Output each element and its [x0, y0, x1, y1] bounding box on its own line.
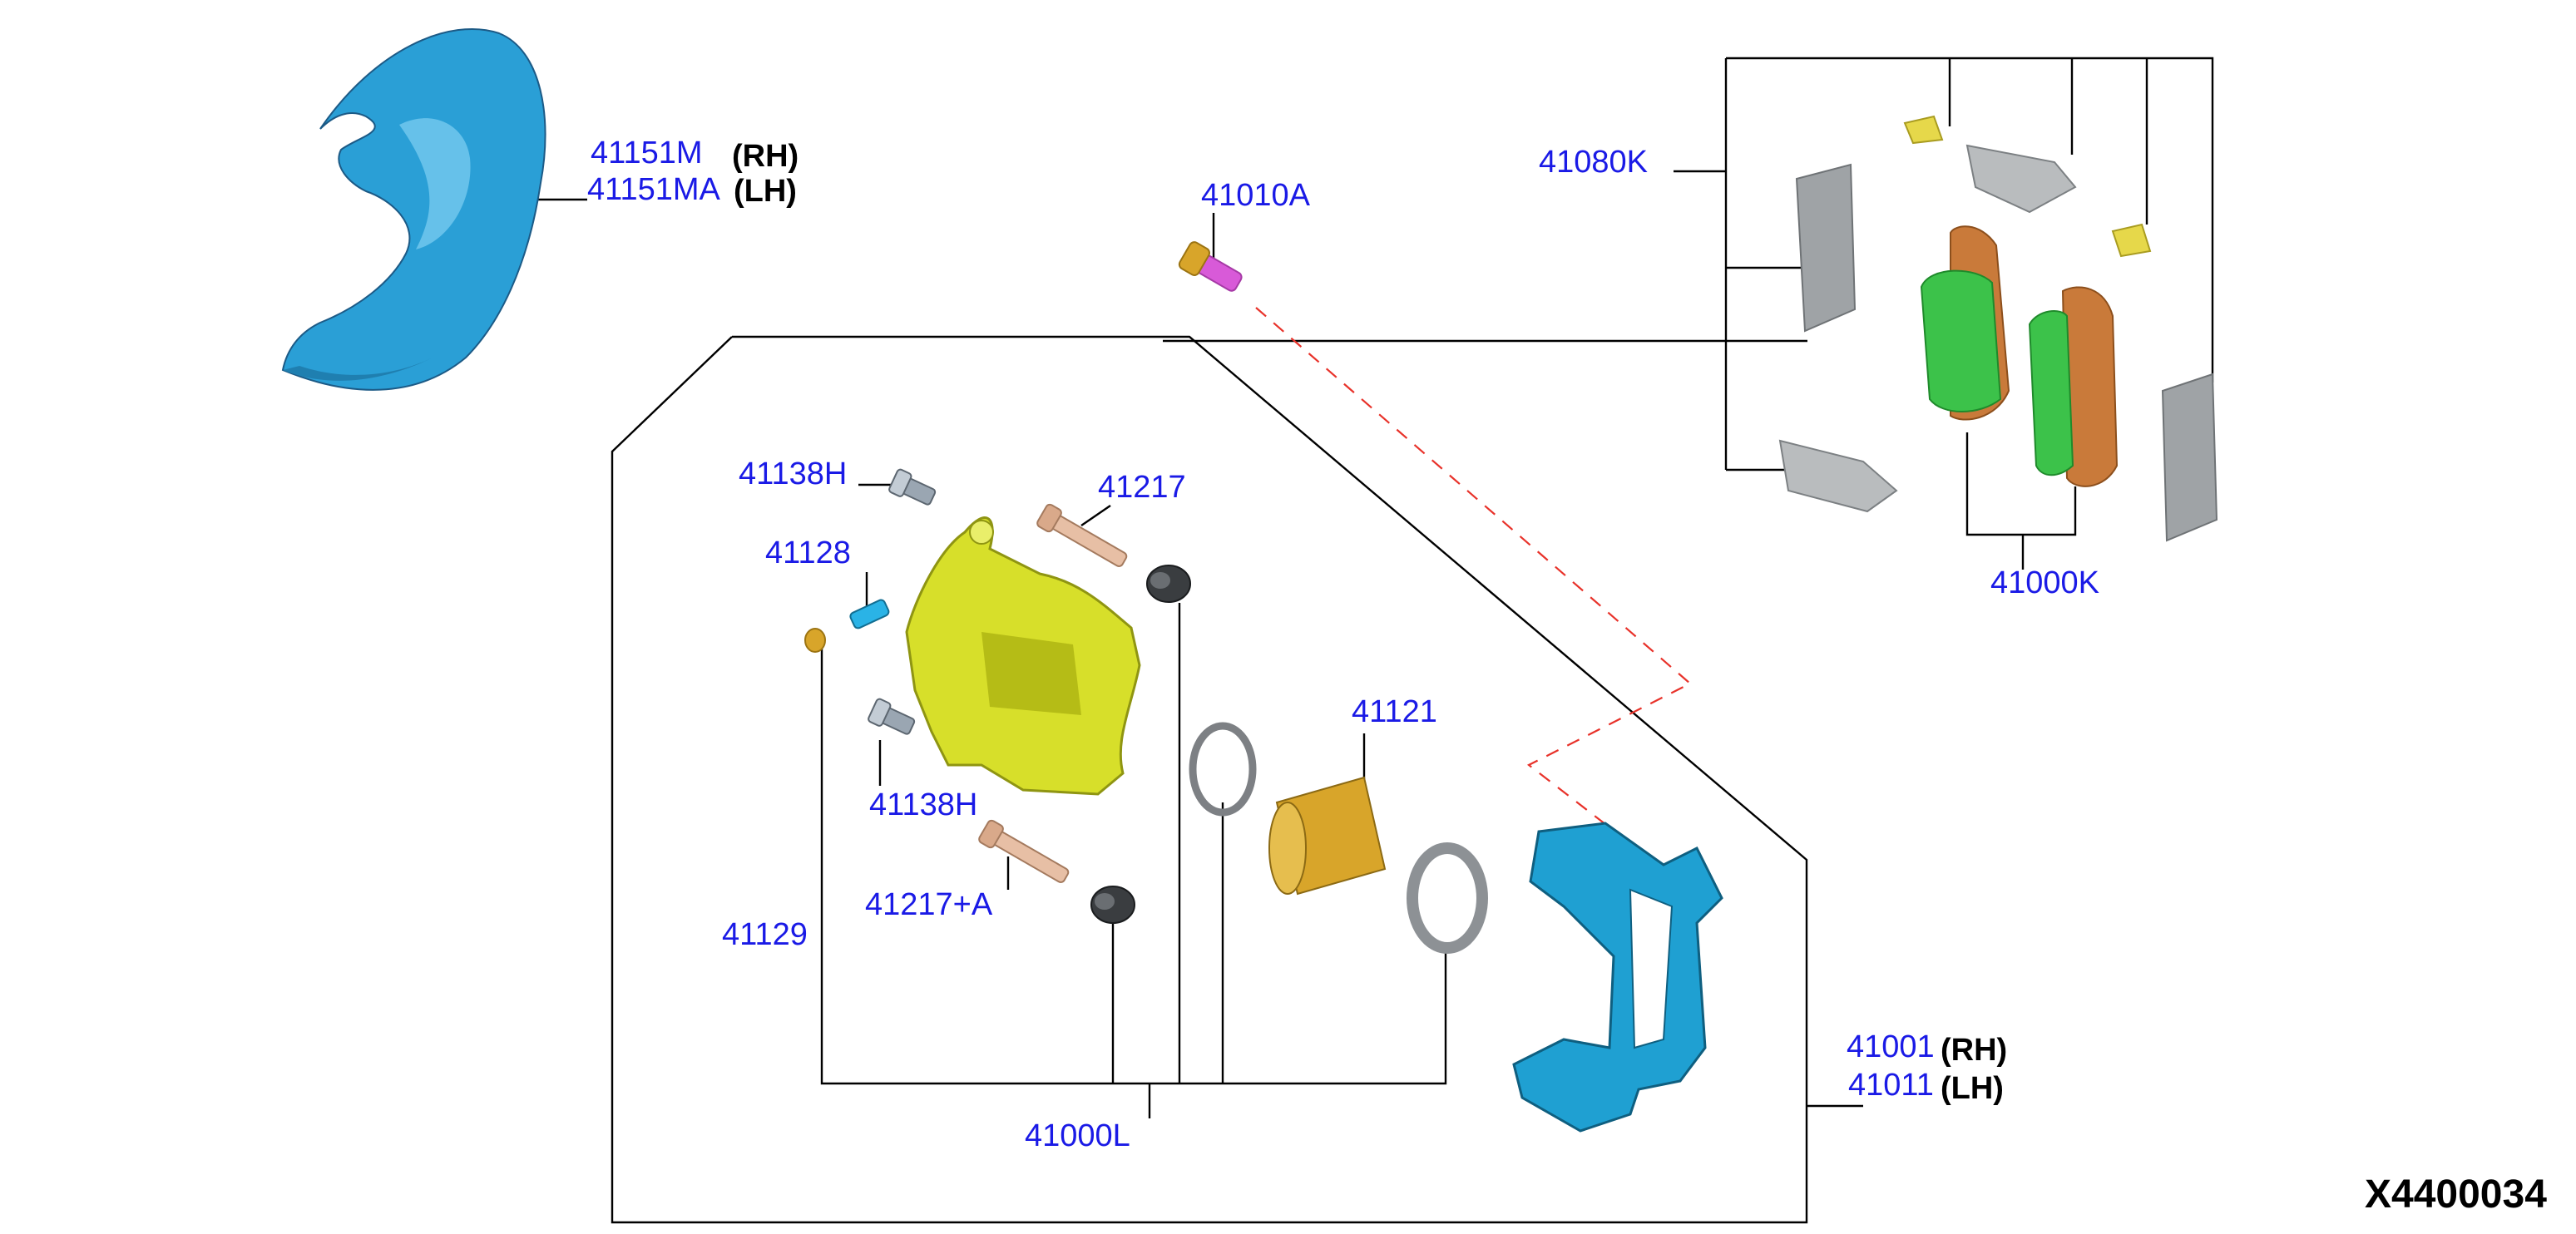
label-41151MA-side: (LH) — [734, 174, 797, 209]
label-41151MA: 41151MA — [587, 172, 721, 207]
dust-shield-body — [281, 27, 546, 391]
wear-clip-right[interactable] — [2111, 223, 2152, 258]
label-41138H-lower: 41138H — [869, 787, 977, 822]
pin-boot-upper-hole — [1150, 572, 1170, 589]
shim-outer-plate — [2161, 373, 2218, 542]
label-41011: 41011 — [1848, 1068, 1934, 1103]
bracket-bolt[interactable] — [1178, 240, 1246, 297]
label-41010A: 41010A — [1201, 178, 1311, 213]
shim-inner-plate — [1795, 163, 1857, 333]
label-41080K: 41080K — [1539, 145, 1648, 180]
pad-outer-friction — [2028, 310, 2074, 476]
pin-boot-lower[interactable] — [1090, 886, 1135, 924]
anti-rattle-clip-lower[interactable] — [1778, 439, 1898, 513]
assembly-outline — [611, 335, 1808, 1224]
diagram-code: X4400034 — [2365, 1172, 2547, 1217]
callout-lines — [532, 57, 2214, 1224]
label-41121: 41121 — [1352, 694, 1437, 729]
caliper-bolt-lower-head — [868, 698, 892, 727]
caliper-bolt-lower[interactable] — [868, 698, 917, 738]
bleeder-cap-body — [804, 628, 826, 653]
bracket-body — [1512, 822, 1723, 1133]
dust-shield[interactable] — [281, 27, 546, 391]
bolt-head — [1178, 241, 1210, 276]
guide-pin-upper-head — [1036, 503, 1062, 533]
pad-shim-outer[interactable] — [2161, 373, 2218, 542]
guide-pin-lower[interactable] — [977, 819, 1072, 888]
label-41151M-side: (RH) — [732, 139, 799, 174]
label-41217A: 41217+A — [865, 887, 993, 922]
brake-pad-inner[interactable] — [1920, 225, 2010, 421]
label-41000L: 41000L — [1025, 1118, 1130, 1153]
pad-inner-friction — [1920, 269, 2002, 412]
caliper-mount-eye — [969, 520, 994, 545]
label-41011-side: (LH) — [1941, 1071, 2004, 1106]
alignment-dashes — [1255, 307, 1692, 828]
label-41217: 41217 — [1098, 470, 1186, 505]
bleeder-screw[interactable] — [849, 599, 890, 629]
label-41128: 41128 — [765, 536, 851, 570]
label-41151M: 41151M — [591, 136, 703, 170]
clip-upper-body — [1965, 144, 2077, 214]
label-41129: 41129 — [722, 917, 808, 952]
clip-lower-body — [1778, 439, 1898, 513]
guide-pin-upper[interactable] — [1036, 503, 1130, 572]
caliper-body[interactable] — [905, 516, 1141, 796]
piston-boot-ring — [1407, 842, 1488, 954]
pad-shim-inner[interactable] — [1795, 163, 1857, 333]
label-41001: 41001 — [1847, 1029, 1935, 1064]
bleeder-body — [849, 599, 890, 629]
piston-seal-ring — [1189, 722, 1257, 817]
caliper-piston[interactable] — [1268, 776, 1387, 896]
anti-rattle-clip-upper[interactable] — [1965, 144, 2077, 214]
dust-shield-highlight — [399, 118, 471, 249]
pin-boot-lower-hole — [1095, 893, 1115, 910]
wear-clip-left-body — [1903, 115, 1944, 145]
piston-face — [1268, 802, 1307, 895]
callout-labels: 41151M (RH) 41151MA (LH) 41010A 41080K 4… — [587, 136, 2547, 1217]
caliper-bracket[interactable] — [1512, 822, 1723, 1133]
wear-clip-left[interactable] — [1903, 115, 1944, 145]
label-41000K: 41000K — [1990, 565, 2099, 600]
guide-pin-lower-head — [978, 819, 1004, 849]
wear-clip-right-body — [2111, 223, 2152, 258]
guide-pin-lower-shaft — [991, 830, 1070, 883]
dust-shield-shadow — [283, 358, 433, 381]
bleeder-cap[interactable] — [804, 628, 826, 653]
caliper-bolt-upper-head — [888, 468, 912, 497]
piston-boot[interactable] — [1407, 842, 1488, 954]
caliper-window — [981, 632, 1081, 715]
label-41001-side: (RH) — [1941, 1033, 2007, 1068]
piston-seal[interactable] — [1189, 722, 1257, 817]
brake-pad-outer[interactable] — [2028, 286, 2119, 487]
bracket-cutout — [1629, 888, 1674, 1049]
pin-boot-upper[interactable] — [1146, 565, 1191, 603]
pad-outer-backing — [2061, 286, 2119, 487]
caliper-bolt-upper[interactable] — [888, 468, 938, 509]
label-41138H-upper: 41138H — [739, 457, 847, 491]
